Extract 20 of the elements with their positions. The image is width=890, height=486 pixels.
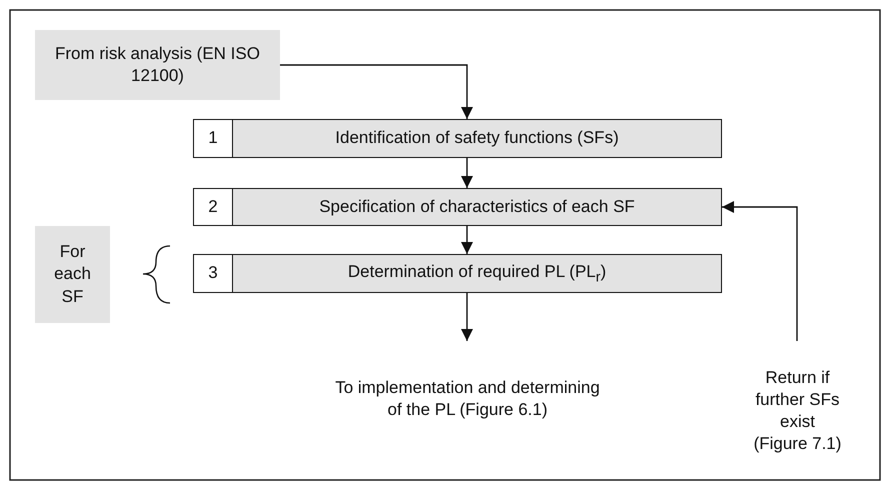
step-text: Determination of required PL (PL$_{r}$) bbox=[348, 260, 606, 286]
note-text: Return if further SFs exist (Figure 7.1) bbox=[753, 366, 842, 456]
arrow bbox=[461, 158, 473, 188]
step-text: Identification of safety functions (SFs) bbox=[335, 127, 619, 150]
process-box bbox=[193, 254, 722, 293]
process-box bbox=[193, 119, 722, 158]
label-text: From risk analysis (EN ISO 12100) bbox=[54, 42, 261, 87]
label-box bbox=[35, 226, 110, 323]
note-text: To implementation and determining of the PL (Figure 6.1) bbox=[334, 376, 601, 421]
arrow bbox=[461, 293, 473, 341]
label-text: For each SF bbox=[53, 241, 92, 308]
step-number: 2 bbox=[208, 196, 218, 218]
process-box bbox=[193, 188, 722, 226]
arrow bbox=[280, 64, 473, 119]
label-box bbox=[35, 30, 280, 100]
arrow bbox=[461, 226, 473, 254]
arrow bbox=[722, 201, 798, 341]
step-number: 1 bbox=[208, 127, 218, 150]
step-number: 3 bbox=[208, 262, 218, 284]
step-text: Specification of characteristics of each SF bbox=[319, 196, 635, 218]
